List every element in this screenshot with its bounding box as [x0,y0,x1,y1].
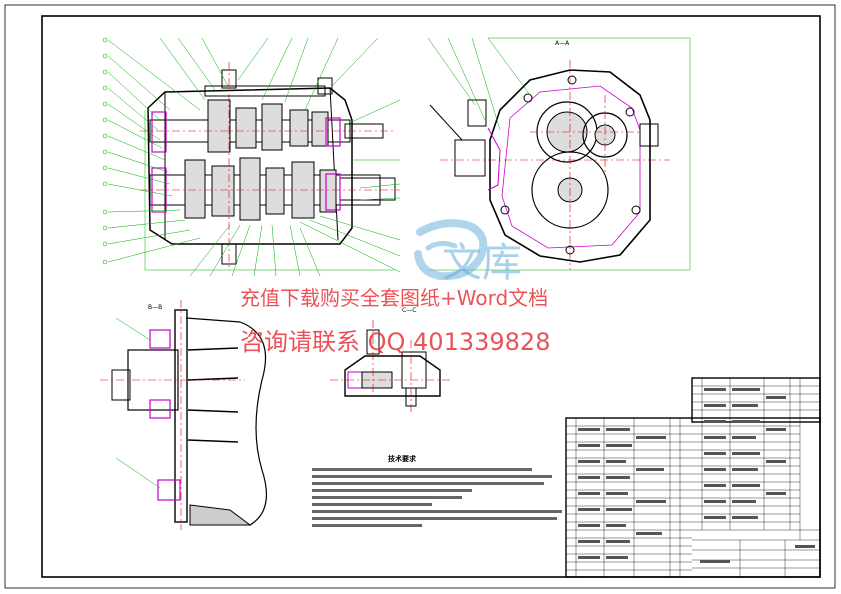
inner-border [41,15,821,578]
watermark-line-2: 咨询请联系 QQ 401339828 [240,328,551,356]
view-label-b-b: B—B [148,304,163,311]
parts-list-table [565,377,821,578]
view-label-c-c: C—C [402,307,417,314]
section-view-c-c [330,320,450,412]
watermark-logo [414,219,488,281]
technical-requirements-notes [312,466,572,531]
main-section-view [102,37,401,277]
outer-border [4,4,836,589]
view-label-a-a: A—A [555,40,570,47]
watermark-line-1: 充值下载购买全套图纸+Word文档 [240,286,549,310]
technical-requirements-title: 技术要求 [388,455,416,463]
watermark-logo-text: 文库 [442,240,522,286]
end-view-a-a [427,37,691,271]
section-view-b-b [100,300,268,530]
watermark-logo-text-holder: 文库 [290,222,570,302]
